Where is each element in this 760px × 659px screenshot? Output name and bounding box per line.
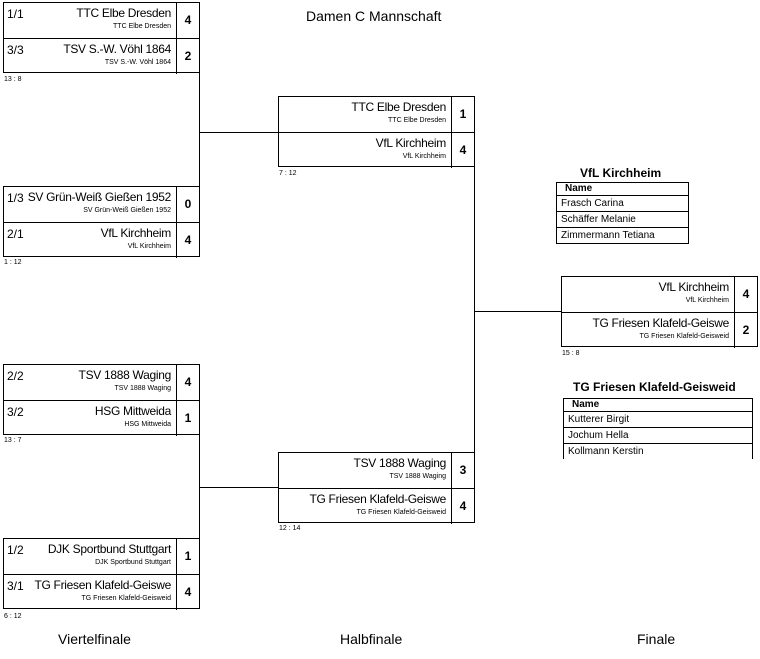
score-box: 0 [176,187,199,222]
qf3-team-2: 3/2 HSG Mittweida HSG Mittweida 1 [4,400,199,436]
seed: 2/2 [7,369,24,383]
team-name: TG Friesen Klafeld-Geiswe [34,578,171,592]
final-team-1: VfL Kirchheim VfL Kirchheim 4 [562,277,757,312]
sf-match-1: TTC Elbe Dresden TTC Elbe Dresden 1 VfL … [278,96,475,168]
roster-player: Kollmann Kerstin [568,446,644,457]
qf2-team-2: 2/1 VfL Kirchheim VfL Kirchheim 4 [4,222,199,258]
team-subname: TG Friesen Klafeld-Geisweid [639,333,729,340]
roster-player: Schäffer Melanie [557,212,688,228]
round-label-semifinal: Halbfinale [340,631,403,647]
seed: 1/2 [7,543,24,557]
qf1-team-2: 3/3 TSV S.-W. Vöhl 1864 TSV S.-W. Vöhl 1… [4,38,199,74]
team-name: TG Friesen Klafeld-Geiswe [309,492,446,506]
score-box: 1 [176,539,199,574]
team-name: TSV 1888 Waging [78,368,172,382]
score-box: 4 [176,3,199,38]
seed: 3/2 [7,405,24,419]
connector-sf-vertical [474,132,475,488]
team-subname: TSV S.-W. Vöhl 1864 [104,59,171,66]
team-name: TSV 1888 Waging [353,456,447,470]
team-subname: TTC Elbe Dresden [113,23,171,30]
sf1-result: 7 : 12 [279,170,297,177]
score-box: 1 [451,97,474,132]
team-name: TSV S.-W. Vöhl 1864 [63,42,171,56]
roster-player: Zimmermann Tetiana [557,228,688,244]
connector-qf1-vertical [199,36,200,222]
team-subname: TSV 1888 Waging [389,473,446,480]
roster-title: TG Friesen Klafeld-Geisweid [573,380,736,394]
seed: 3/1 [7,579,24,593]
qf-match-3: 2/2 TSV 1888 Waging TSV 1888 Waging 4 3/… [3,364,200,436]
final-match: VfL Kirchheim VfL Kirchheim 4 TG Friesen… [561,276,758,348]
team-subname: VfL Kirchheim [685,297,729,304]
qf-match-1: 1/1 TTC Elbe Dresden TTC Elbe Dresden 4 … [3,2,200,74]
team-name: VfL Kirchheim [375,136,447,150]
team-subname: TG Friesen Klafeld-Geisweid [356,509,446,516]
seed: 3/3 [7,43,24,57]
qf1-team-1: 1/1 TTC Elbe Dresden TTC Elbe Dresden 4 [4,3,199,38]
team-name: DJK Sportbund Stuttgart [47,542,171,556]
team-name: VfL Kirchheim [658,280,730,294]
qf4-team-1: 1/2 DJK Sportbund Stuttgart DJK Sportbun… [4,539,199,574]
qf2-team-1: 1/3 SV Grün-Weiß Gießen 1952 SV Grün-Wei… [4,187,199,222]
round-label-quarterfinal: Viertelfinale [58,631,131,647]
roster-player: Frasch Carina [557,196,688,212]
qf-match-4: 1/2 DJK Sportbund Stuttgart DJK Sportbun… [3,538,200,610]
seed: 2/1 [7,227,24,241]
roster-player: Jochum Hella [564,428,752,444]
seed: 1/3 [7,191,24,205]
sf2-result: 12 : 14 [279,525,301,532]
sf1-team-1: TTC Elbe Dresden TTC Elbe Dresden 1 [279,97,474,132]
score-box: 4 [176,575,199,610]
round-label-final: Finale [637,631,676,647]
roster-header: Name [557,183,688,196]
score-box: 4 [451,489,474,524]
seed: 1/1 [7,7,24,21]
roster-table: Name Frasch Carina Schäffer Melanie Zimm… [556,182,689,244]
sf-match-2: TSV 1888 Waging TSV 1888 Waging 3 TG Fri… [278,452,475,524]
team-subname: TG Friesen Klafeld-Geisweid [81,595,171,602]
score-box: 2 [734,313,757,348]
score-box: 4 [734,277,757,312]
qf1-result: 13 : 8 [4,76,22,83]
sf1-team-2: VfL Kirchheim VfL Kirchheim 4 [279,132,474,168]
team-name: VfL Kirchheim [100,226,172,240]
score-box: 4 [176,365,199,400]
score-box: 3 [451,453,474,488]
connector-sf-horizontal [474,311,562,312]
qf4-team-2: 3/1 TG Friesen Klafeld-Geiswe TG Friesen… [4,574,199,610]
team-name: TG Friesen Klafeld-Geiswe [592,316,729,330]
sf2-team-2: TG Friesen Klafeld-Geiswe TG Friesen Kla… [279,488,474,524]
team-subname: TSV 1888 Waging [114,385,171,392]
roster-header: Name [564,399,752,412]
page-title: Damen C Mannschaft [306,8,442,24]
team-name: HSG Mittweida [94,404,171,418]
score-box: 4 [176,223,199,258]
qf3-team-1: 2/2 TSV 1888 Waging TSV 1888 Waging 4 [4,365,199,400]
team-name: TTC Elbe Dresden [351,100,446,114]
team-subname: TTC Elbe Dresden [388,117,446,124]
connector-qf-top-horizontal [199,132,279,133]
qf4-result: 6 : 12 [4,613,22,620]
qf2-result: 1 : 12 [4,259,22,266]
team-subname: SV Grün-Weiß Gießen 1952 [83,207,171,214]
team-subname: VfL Kirchheim [402,153,446,160]
score-box: 2 [176,39,199,74]
team-name: TTC Elbe Dresden [76,6,171,20]
sf2-team-1: TSV 1888 Waging TSV 1888 Waging 3 [279,453,474,488]
connector-qf-bottom-horizontal [199,487,279,488]
roster-table: Name Kutterer Birgit Jochum Hella Kollma… [563,398,753,459]
qf3-result: 13 : 7 [4,437,22,444]
team-subname: HSG Mittweida [124,421,171,428]
score-box: 4 [451,133,474,168]
final-result: 15 : 8 [562,350,580,357]
score-box: 1 [176,401,199,436]
roster-player: Kutterer Birgit [564,412,752,428]
roster-title: VfL Kirchheim [580,166,662,180]
team-name: SV Grün-Weiß Gießen 1952 [27,190,172,204]
team-subname: VfL Kirchheim [127,243,171,250]
team-subname: DJK Sportbund Stuttgart [95,559,171,566]
qf-match-2: 1/3 SV Grün-Weiß Gießen 1952 SV Grün-Wei… [3,186,200,258]
final-team-2: TG Friesen Klafeld-Geiswe TG Friesen Kla… [562,312,757,348]
